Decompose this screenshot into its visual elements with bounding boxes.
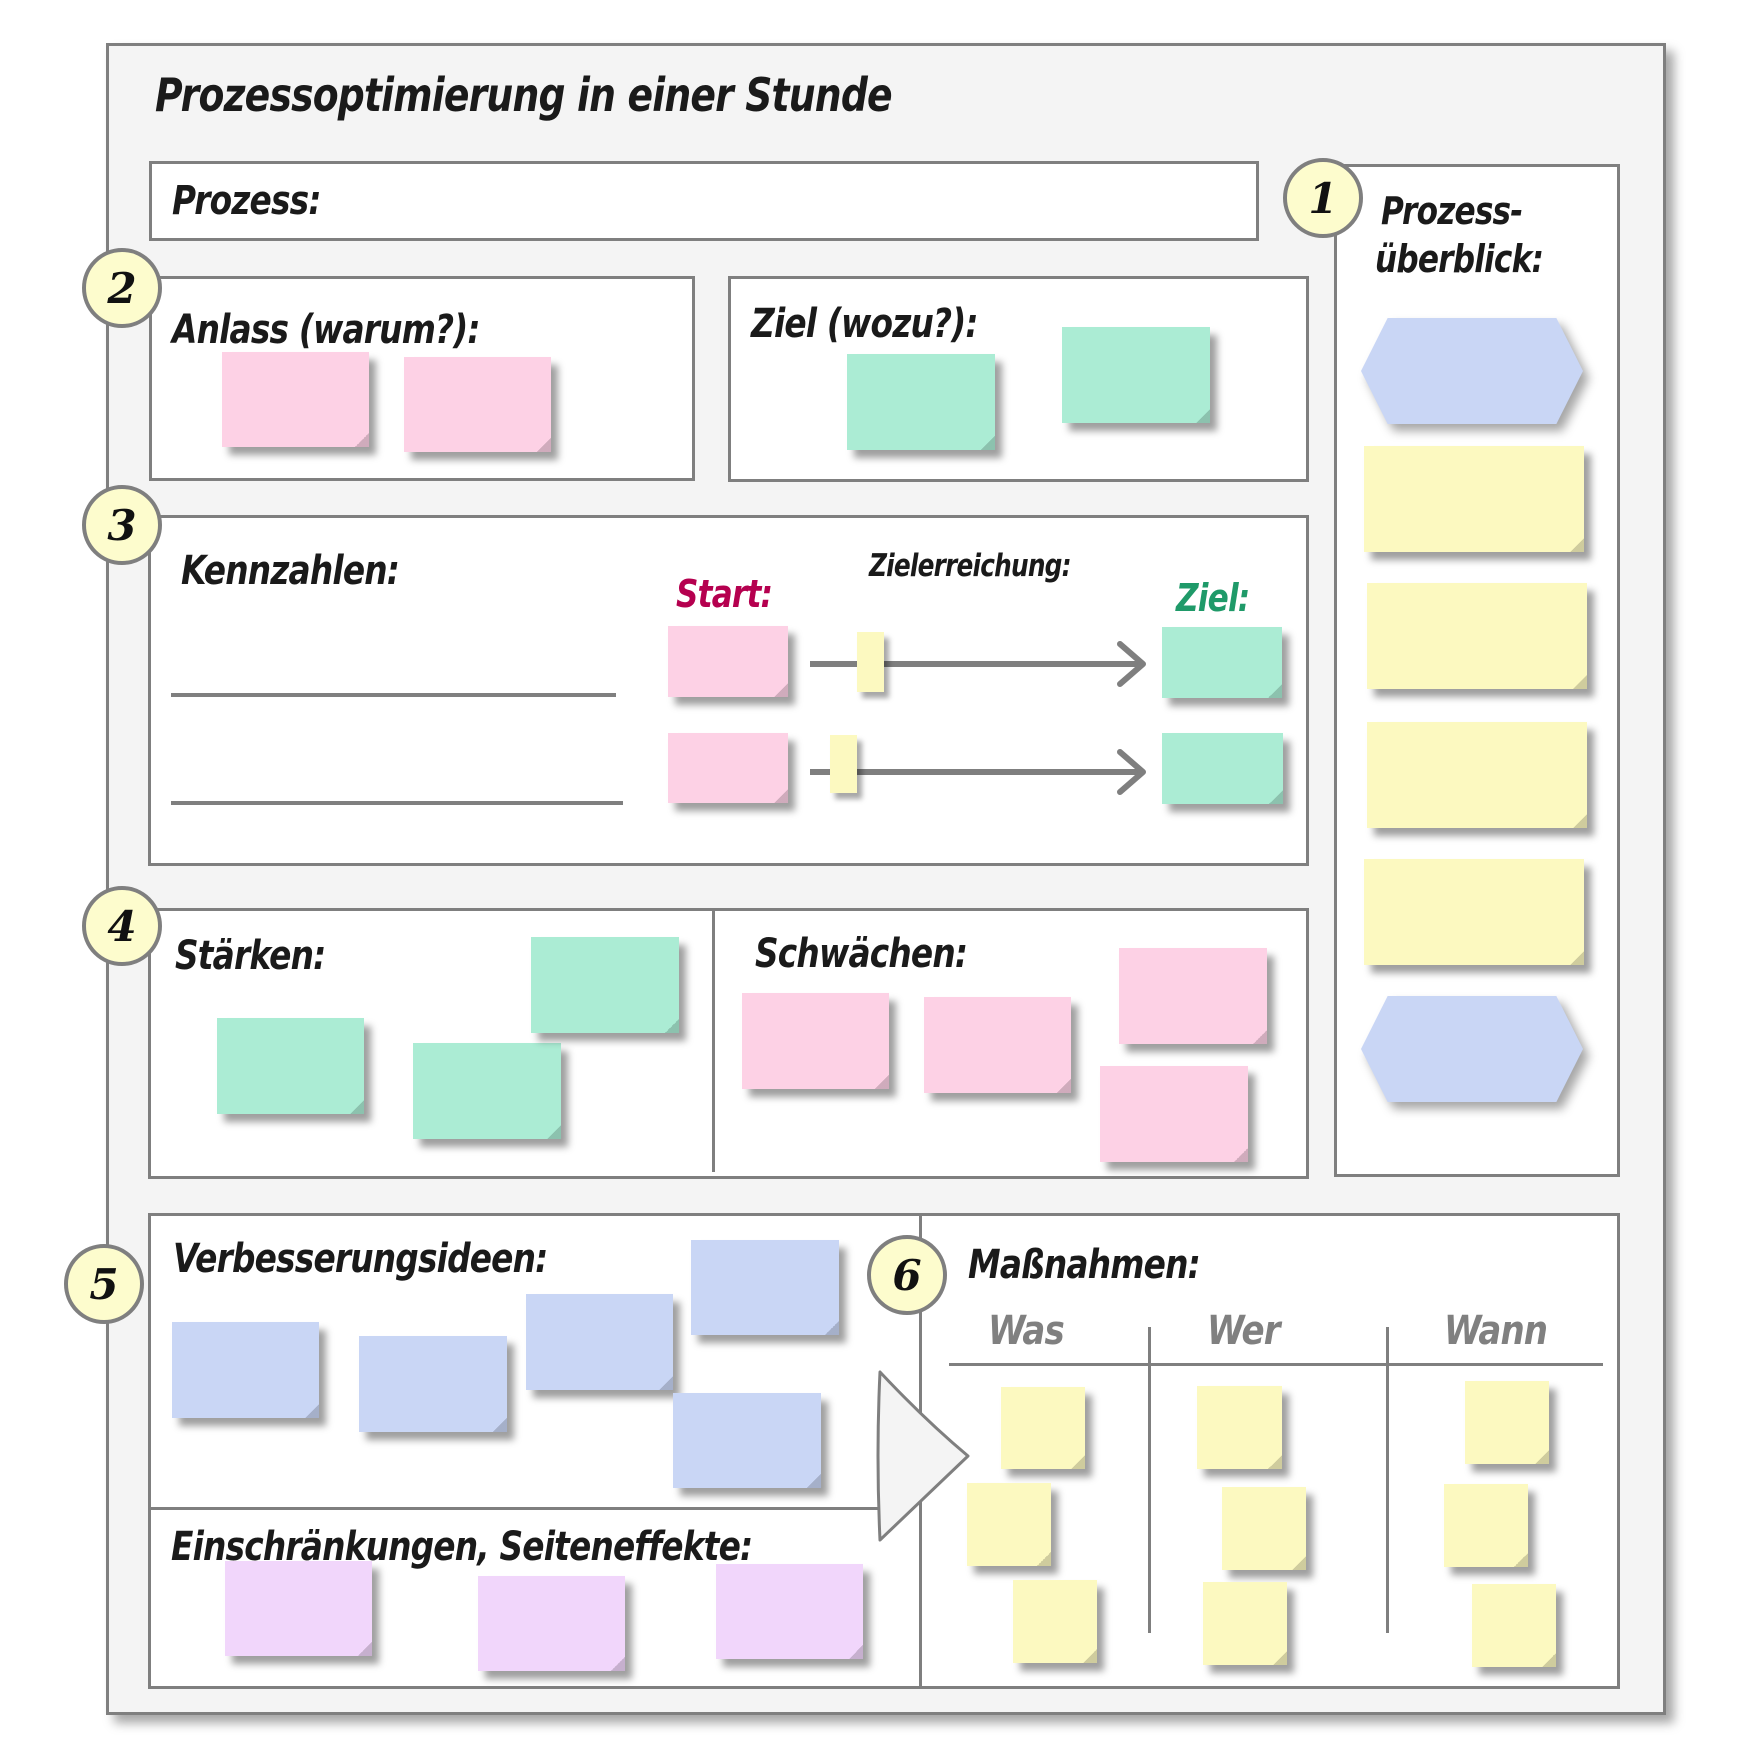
start-value-note[interactable] [668,733,788,803]
step-number-badge: 5 [64,1244,144,1324]
actions-header-rule [949,1363,1603,1366]
goal-value-note[interactable] [1162,627,1282,698]
action-when-note[interactable] [1472,1584,1556,1667]
overview-step-note[interactable] [1367,583,1587,689]
page-title: Prozessoptimierung in einer Stunde [155,68,893,122]
ziel-section: Ziel (wozu?): [728,276,1309,482]
kennzahlen-label: Kennzahlen: [181,548,400,594]
anlass-note[interactable] [222,352,369,447]
start-value-note[interactable] [668,626,788,697]
overview-label-line1: Prozess- [1381,189,1523,233]
goal-label: Ziel: [1176,576,1250,620]
constraint-note[interactable] [478,1576,625,1671]
actions-column-divider [1386,1327,1389,1633]
action-what-note[interactable] [1013,1580,1097,1663]
step-number-badge: 3 [82,485,162,565]
ideas-label: Verbesserungsideen: [173,1236,548,1282]
constraint-note[interactable] [716,1564,863,1659]
step-number-badge: 4 [82,886,162,966]
step-number-badge: 1 [1283,158,1363,238]
idea-note[interactable] [359,1336,507,1432]
ideas-divider [151,1507,879,1510]
action-who-note[interactable] [1197,1386,1282,1469]
overview-end-hexagon[interactable] [1361,996,1583,1102]
overview-step-note[interactable] [1364,859,1584,965]
progress-label: Zielerreichung: [869,548,1072,584]
right-arrow-icon [810,749,1146,795]
kennzahl-input-line[interactable] [171,693,616,697]
actions-label: Maßnahmen: [968,1242,1201,1288]
progress-marker[interactable] [830,735,858,793]
actions-column-divider [1148,1327,1151,1633]
kennzahl-input-line[interactable] [171,801,623,805]
idea-note[interactable] [673,1393,821,1488]
step-number-badge: 6 [867,1235,947,1315]
overview-label-line2: überblick: [1375,237,1544,281]
action-who-note[interactable] [1222,1487,1306,1570]
action-what-note[interactable] [967,1483,1051,1566]
strength-note[interactable] [217,1018,364,1114]
weakness-note[interactable] [742,993,889,1089]
weakness-note[interactable] [1119,948,1267,1044]
action-when-note[interactable] [1444,1484,1528,1567]
ziel-note[interactable] [847,354,995,450]
column-header-was: Was [988,1308,1065,1354]
strength-note[interactable] [413,1043,561,1139]
column-header-wer: Wer [1207,1308,1280,1354]
overview-step-note[interactable] [1367,722,1587,828]
weakness-note[interactable] [924,997,1071,1093]
idea-note[interactable] [526,1294,673,1390]
weaknesses-label: Schwächen: [755,931,968,977]
anlass-label: Anlass (warum?): [172,307,481,353]
action-what-note[interactable] [1001,1387,1085,1469]
column-header-wann: Wann [1444,1308,1548,1354]
swot-divider [712,908,715,1172]
ziel-note[interactable] [1062,327,1210,423]
process-field[interactable]: Prozess: [149,161,1259,241]
progress-marker[interactable] [856,632,884,692]
process-label: Prozess: [172,178,322,224]
action-who-note[interactable] [1203,1582,1287,1665]
anlass-note[interactable] [404,357,551,452]
overview-step-note[interactable] [1364,446,1584,552]
weakness-note[interactable] [1100,1066,1248,1162]
idea-note[interactable] [172,1322,319,1418]
action-when-note[interactable] [1465,1381,1549,1464]
ziel-label: Ziel (wozu?): [751,301,979,347]
idea-note[interactable] [691,1240,839,1335]
constraint-note[interactable] [225,1561,372,1656]
strength-note[interactable] [531,937,679,1033]
goal-value-note[interactable] [1162,733,1283,804]
strengths-label: Stärken: [175,933,326,979]
overview-start-hexagon[interactable] [1361,318,1583,424]
start-label: Start: [676,572,773,616]
step-number-badge: 2 [82,248,162,328]
